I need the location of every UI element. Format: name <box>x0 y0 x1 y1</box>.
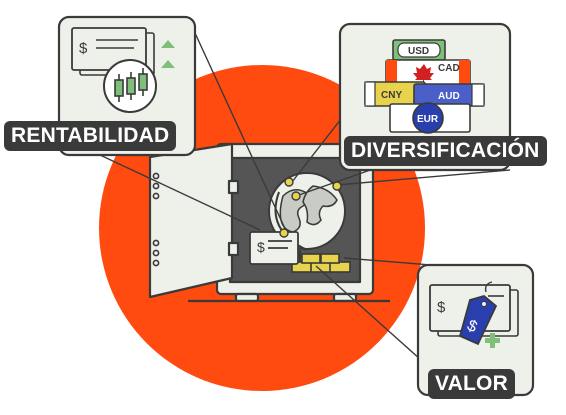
valor-label: VALOR <box>428 369 515 399</box>
svg-text:$: $ <box>437 299 446 316</box>
svg-text:$: $ <box>79 40 88 57</box>
cheque-in-safe: $ <box>249 231 299 265</box>
currency-cad: CAD <box>438 63 460 74</box>
currency-aud: AUD <box>438 91 460 102</box>
connector-dots <box>279 177 342 238</box>
svg-text:$: $ <box>257 239 265 255</box>
diversificacion-panel: USD CAD CNY AUD EUR <box>338 22 512 172</box>
currency-cny: CNY <box>381 90 402 101</box>
plus-icon <box>485 333 500 348</box>
rentabilidad-label: RENTABILIDAD <box>4 121 177 151</box>
gold-bars <box>291 253 351 273</box>
currency-usd: USD <box>408 46 429 57</box>
rentabilidad-panel: $ <box>57 15 197 157</box>
diversificacion-label: DIVERSIFICACIÓN <box>344 136 547 166</box>
arrow-up-icon <box>161 40 175 48</box>
candlestick-icon <box>114 68 148 102</box>
valor-panel: $ $ <box>416 263 535 397</box>
currency-eur: EUR <box>417 114 439 125</box>
maple-leaf-icon <box>413 64 434 84</box>
door-bolts <box>152 172 160 267</box>
arrow-up-icon <box>161 60 175 68</box>
price-tag-icon: $ <box>458 281 498 346</box>
